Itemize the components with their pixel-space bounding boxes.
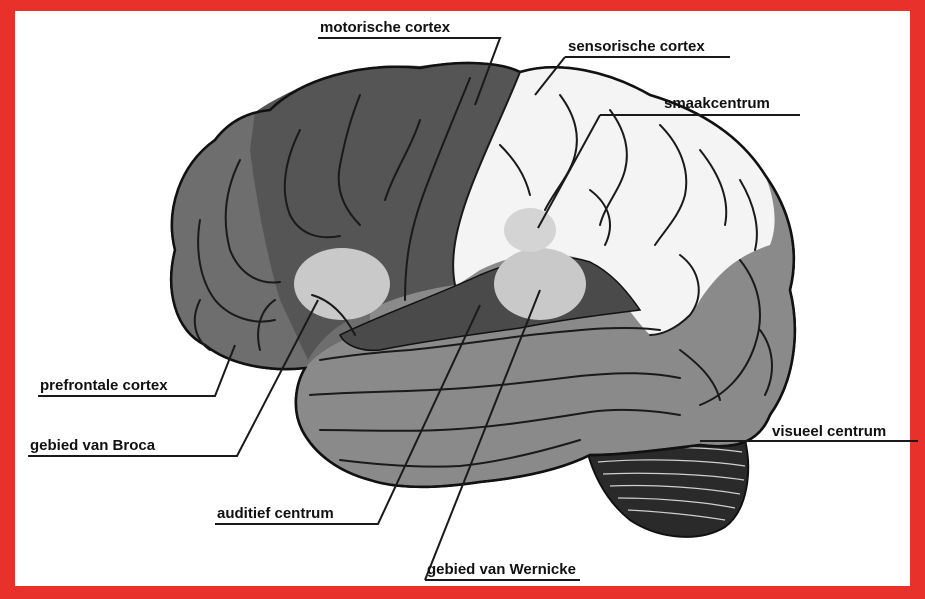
label-motor-cortex: motorische cortex — [320, 19, 451, 36]
label-taste-center: smaakcentrum — [664, 95, 770, 112]
label-auditory-center: auditief centrum — [217, 505, 334, 522]
taste-highlight — [504, 208, 556, 252]
border-top — [0, 0, 925, 11]
border-left — [0, 0, 15, 599]
border-right — [910, 0, 925, 599]
border-bottom — [0, 586, 925, 599]
wernicke-highlight — [494, 248, 586, 320]
label-prefrontal-cortex: prefrontale cortex — [40, 377, 168, 394]
label-visual-center: visueel centrum — [772, 423, 886, 440]
label-sensory-cortex: sensorische cortex — [568, 38, 705, 55]
broca-highlight — [294, 248, 390, 320]
label-broca-area: gebied van Broca — [30, 437, 156, 454]
label-wernicke-area: gebied van Wernicke — [427, 561, 576, 578]
